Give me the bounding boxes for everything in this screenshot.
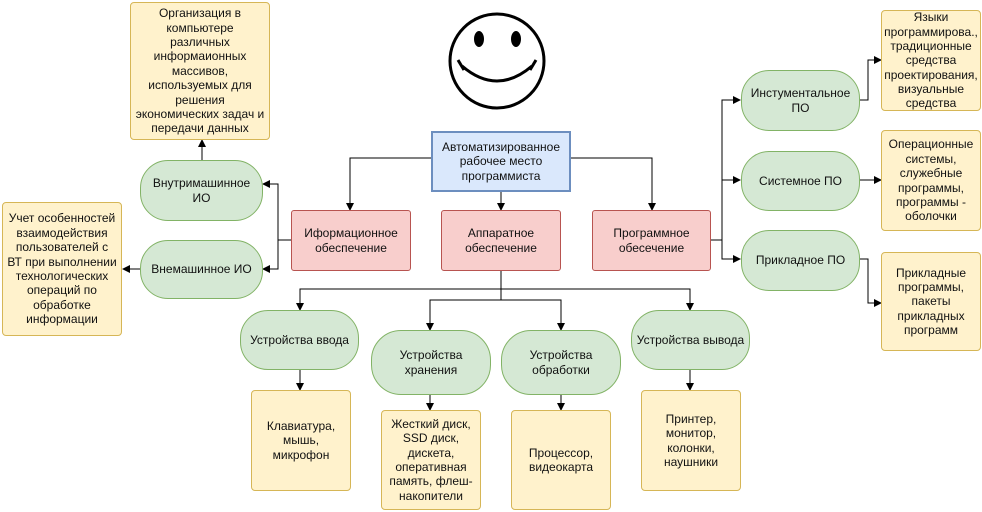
storage-devices-node[interactable]: Устройства хранения — [371, 330, 491, 395]
connector-hw-input — [296, 270, 502, 311]
external-info-desc: Учет особенностей взаимодействия пользов… — [2, 202, 122, 336]
connector-tool-desc — [860, 56, 882, 101]
info-support-node[interactable]: Иформационное обеспечение — [291, 210, 411, 271]
output-devices-node[interactable]: Устройства вывода — [631, 310, 750, 370]
system-software-label: Системное ПО — [759, 173, 842, 188]
storage-devices-desc: Жесткий диск, SSD диск, дискета, операти… — [381, 410, 481, 510]
input-devices-label: Устройства ввода — [250, 332, 349, 347]
hardware-support-node[interactable]: Аппаратное обеспечение — [441, 210, 561, 271]
external-info-desc-text: Учет особенностей взаимодействия пользов… — [7, 211, 117, 327]
system-software-desc: Операционные системы, служебные программ… — [881, 130, 981, 231]
external-info-node[interactable]: Внемашинное ИО — [140, 240, 263, 299]
applied-software-label: Прикладное ПО — [755, 253, 846, 268]
output-devices-desc: Принтер, монитор, колонки, наушники — [641, 390, 741, 491]
hardware-support-label: Аппаратное обеспечение — [465, 226, 537, 255]
root-node[interactable]: Автоматизированное рабочее место програм… — [431, 131, 571, 192]
internal-info-desc: Организация в компьютере различных инфор… — [130, 2, 270, 140]
connector-hw-processing — [500, 270, 565, 331]
system-software-desc-text: Операционные системы, служебные программ… — [888, 137, 974, 224]
smiley-face-icon — [448, 12, 546, 110]
software-support-node[interactable]: Программное обесечение — [592, 210, 711, 271]
applied-software-desc-text: Прикладные программы, пакеты прикладных … — [896, 265, 966, 338]
processing-devices-label: Устройства обработки — [529, 348, 593, 377]
connector-info-external — [262, 239, 291, 273]
internal-info-desc-text: Организация в компьютере различных инфор… — [135, 6, 265, 136]
input-devices-desc: Клавиатура, мышь, микрофон — [251, 390, 351, 491]
external-info-label: Внемашинное ИО — [151, 262, 252, 277]
root-label: Автоматизированное рабочее место програм… — [441, 139, 561, 183]
tool-software-desc-text: Языки программирова., традиционные средс… — [884, 10, 978, 111]
connector-hw-storage — [426, 270, 502, 331]
tool-software-label: Инстументальное ПО — [750, 86, 851, 115]
storage-devices-label: Устройства хранения — [399, 348, 463, 377]
output-devices-label: Устройства вывода — [636, 332, 745, 347]
connector-info-internal — [262, 180, 291, 241]
internal-info-label: Внутримашинное ИО — [152, 176, 251, 205]
internal-info-node[interactable]: Внутримашинное ИО — [140, 160, 263, 221]
connector-software-applied — [711, 239, 741, 263]
output-devices-desc-text: Принтер, монитор, колонки, наушники — [663, 411, 719, 469]
connector-applied-desc — [860, 258, 882, 307]
connector-hw-output — [500, 270, 694, 311]
applied-software-node[interactable]: Прикладное ПО — [741, 230, 860, 291]
system-software-node[interactable]: Системное ПО — [741, 151, 860, 211]
software-support-label: Программное обесечение — [613, 226, 690, 255]
storage-devices-desc-text: Жесткий диск, SSD диск, дискета, операти… — [389, 416, 473, 503]
tool-software-desc: Языки программирова., традиционные средс… — [881, 10, 981, 111]
input-devices-desc-text: Клавиатура, мышь, микрофон — [266, 418, 336, 462]
processing-devices-desc-text: Процессор, видеокарта — [528, 445, 594, 474]
applied-software-desc: Прикладные программы, пакеты прикладных … — [881, 252, 981, 351]
processing-devices-node[interactable]: Устройства обработки — [501, 330, 621, 395]
tool-software-node[interactable]: Инстументальное ПО — [741, 70, 860, 131]
info-support-label: Иформационное обеспечение — [304, 226, 398, 255]
input-devices-node[interactable]: Устройства ввода — [240, 310, 359, 370]
connector-software-system — [711, 176, 741, 241]
processing-devices-desc: Процессор, видеокарта — [511, 410, 611, 510]
connector-software-tool — [711, 96, 741, 241]
